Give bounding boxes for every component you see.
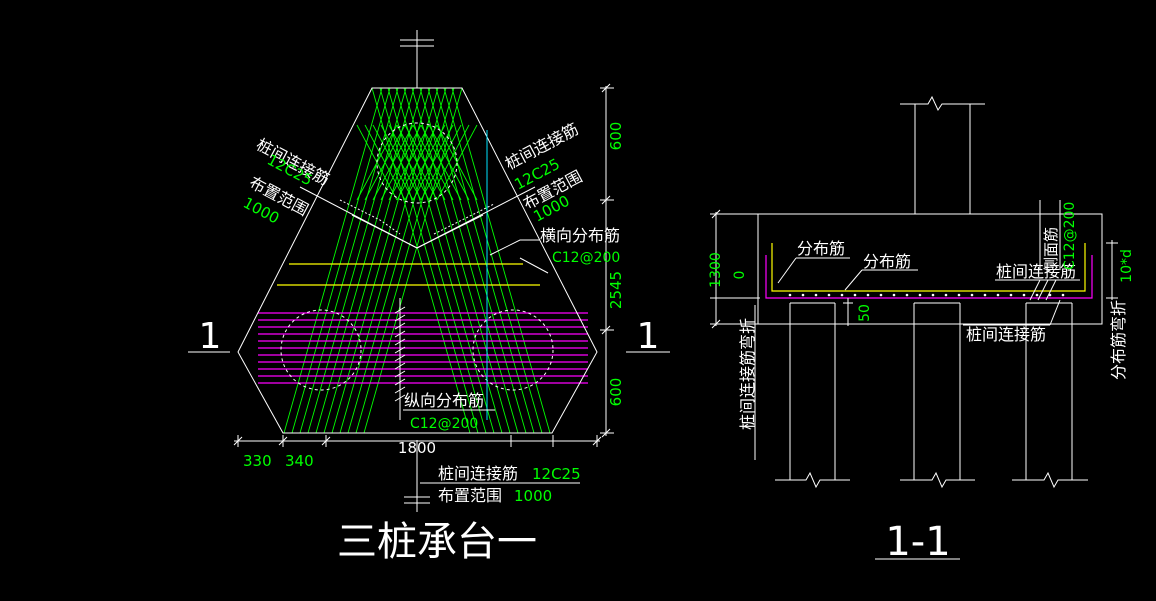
cross-hatch-line bbox=[380, 124, 422, 201]
section-right-dimension bbox=[1106, 240, 1118, 300]
section-conn-top: 桩间连接筋 bbox=[996, 262, 1076, 281]
rebar-dot bbox=[918, 293, 922, 297]
cross-hatch-line bbox=[412, 124, 454, 201]
dim-top: 600 bbox=[607, 122, 625, 151]
dim-left-b: 340 bbox=[285, 452, 314, 470]
rebar-dot bbox=[879, 293, 883, 297]
diagonal-rebar-line bbox=[283, 87, 383, 434]
section-view: 分布筋 分布筋 桩间连接筋 桩间连接筋 侧面筋 C12@200 桩间连接筋弯折 … bbox=[708, 95, 1135, 565]
rebar-dot bbox=[1035, 293, 1039, 297]
diagonal-rebar-line bbox=[299, 87, 399, 434]
rebar-dot bbox=[853, 293, 857, 297]
section-mark-left: 1 bbox=[199, 316, 222, 357]
cross-hatch-line bbox=[372, 124, 414, 201]
rebar-dot bbox=[788, 293, 792, 297]
section-left-vertical: 桩间连接筋弯折 bbox=[738, 318, 757, 430]
connection-ridge bbox=[299, 186, 536, 249]
section-dist2: 分布筋 bbox=[863, 252, 911, 271]
section-dim-hook: 10*d bbox=[1119, 249, 1135, 283]
cross-hatch-line bbox=[436, 124, 478, 201]
diagonal-rebar-line bbox=[443, 87, 543, 434]
section-conn-bottom: 桩间连接筋 bbox=[966, 325, 1046, 344]
bottom-range-value: 1000 bbox=[514, 487, 552, 505]
section-side-spec: C12@200 bbox=[1062, 202, 1078, 270]
diagonal-rebar-line bbox=[435, 87, 535, 434]
cap-outline bbox=[237, 87, 598, 434]
rebar-dot bbox=[801, 293, 805, 297]
section-leaders bbox=[777, 200, 1080, 326]
rebar-dot bbox=[970, 293, 974, 297]
section-bottom-rebar bbox=[765, 255, 1093, 299]
section-dim-cover: 50 bbox=[857, 304, 873, 322]
section-dist1: 分布筋 bbox=[797, 239, 845, 258]
cross-hatch-line bbox=[364, 124, 406, 201]
rebar-dot bbox=[1022, 293, 1026, 297]
section-side-name: 侧面筋 bbox=[1042, 227, 1060, 272]
cross-hatch-line bbox=[404, 124, 446, 201]
plan-view: 桩间连接筋 12C25 布置范围 1000 桩间连接筋 12C25 布置范围 1… bbox=[188, 30, 670, 565]
rebar-dot bbox=[866, 293, 870, 297]
cross-hatch-line bbox=[356, 124, 398, 201]
bottom-conn-name: 桩间连接筋 bbox=[438, 464, 518, 483]
transverse-name: 横向分布筋 bbox=[540, 226, 620, 245]
section-cap bbox=[757, 213, 1103, 325]
diagonal-rebar-line bbox=[307, 87, 407, 434]
rebar-dot bbox=[892, 293, 896, 297]
diagonal-rebar-line bbox=[291, 87, 391, 434]
dim-middle: 2545 bbox=[607, 271, 625, 309]
plan-title: 三桩承台一 bbox=[337, 519, 537, 565]
rebar-dot bbox=[931, 293, 935, 297]
rebar-dot bbox=[983, 293, 987, 297]
section-cover-dimension bbox=[843, 298, 853, 326]
rebar-dot bbox=[957, 293, 961, 297]
dim-left-a: 330 bbox=[243, 452, 272, 470]
cross-hatch-line bbox=[388, 124, 430, 201]
rebar-dot bbox=[1061, 293, 1065, 297]
rebar-dot bbox=[944, 293, 948, 297]
rebar-dot bbox=[814, 293, 818, 297]
vertical-dimension bbox=[600, 83, 614, 438]
section-column bbox=[900, 95, 985, 214]
rebar-dot bbox=[905, 293, 909, 297]
pile-circle-top bbox=[376, 122, 458, 204]
diagonal-rebar-line bbox=[427, 87, 527, 434]
bottom-range-name: 布置范围 bbox=[438, 486, 502, 505]
section-dim-zero: 0 bbox=[732, 271, 748, 280]
dim-bottom: 600 bbox=[607, 378, 625, 407]
dim-width: 1800 bbox=[398, 439, 436, 457]
section-piles bbox=[775, 302, 1088, 489]
cross-hatch-line bbox=[428, 124, 470, 201]
column-symbol-top bbox=[400, 30, 434, 88]
section-left-dimension bbox=[710, 209, 760, 460]
cross-hatch-line bbox=[420, 124, 462, 201]
transverse-leader bbox=[489, 239, 540, 256]
rebar-dot bbox=[840, 293, 844, 297]
pile-circle-left bbox=[280, 309, 362, 391]
pile-circle-right bbox=[472, 309, 554, 391]
rebar-dot bbox=[996, 293, 1000, 297]
rebar-dot bbox=[827, 293, 831, 297]
section-title: 1-1 bbox=[885, 519, 950, 565]
top-pile-cross-hatch bbox=[356, 124, 478, 201]
section-right-vertical: 分布筋弯折 bbox=[1109, 300, 1128, 380]
section-dim-height: 1300 bbox=[708, 252, 724, 288]
longitudinal-name: 纵向分布筋 bbox=[404, 391, 484, 410]
section-dist-rebar bbox=[771, 243, 1086, 292]
section-rebar-dots bbox=[788, 293, 1065, 297]
transverse-leader-arrow bbox=[519, 257, 549, 274]
rebar-dot bbox=[1009, 293, 1013, 297]
cross-hatch-line bbox=[396, 124, 438, 201]
section-mark-right: 1 bbox=[637, 316, 660, 357]
horizontal-rebar-band bbox=[258, 312, 588, 384]
longitudinal-spec: C12@200 bbox=[410, 416, 478, 432]
horizontal-dimension bbox=[233, 435, 602, 447]
transverse-spec: C12@200 bbox=[552, 250, 620, 266]
bottom-conn-spec: 12C25 bbox=[532, 465, 581, 483]
column-symbol-bottom bbox=[404, 440, 430, 512]
